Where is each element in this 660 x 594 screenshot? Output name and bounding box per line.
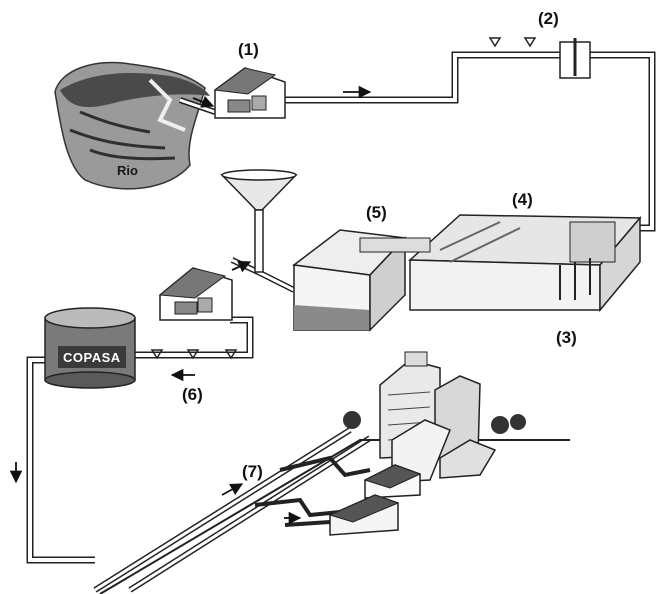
reservoir-brand-label: COPASA bbox=[63, 350, 121, 365]
step-label-7: (7) bbox=[242, 462, 263, 481]
river-terrain bbox=[54, 61, 210, 190]
pump-house-1 bbox=[213, 67, 286, 119]
step-label-2: (2) bbox=[538, 9, 559, 28]
step-label-6: (6) bbox=[182, 385, 203, 404]
step-label-4: (4) bbox=[512, 190, 533, 209]
treatment-plant-4 bbox=[408, 214, 642, 313]
river-label: Rio bbox=[117, 163, 138, 178]
pump-house-6 bbox=[150, 267, 238, 360]
filtration-unit-5 bbox=[292, 229, 431, 332]
elevated-tank bbox=[220, 169, 298, 273]
city-buildings bbox=[328, 351, 526, 536]
flow-arrows bbox=[9, 85, 372, 525]
reservoir-tank bbox=[44, 307, 136, 389]
step-label-5: (5) bbox=[366, 203, 387, 222]
step-label-3: (3) bbox=[556, 328, 577, 347]
step-label-1: (1) bbox=[238, 40, 259, 59]
treatment-inlet-2 bbox=[488, 37, 591, 79]
